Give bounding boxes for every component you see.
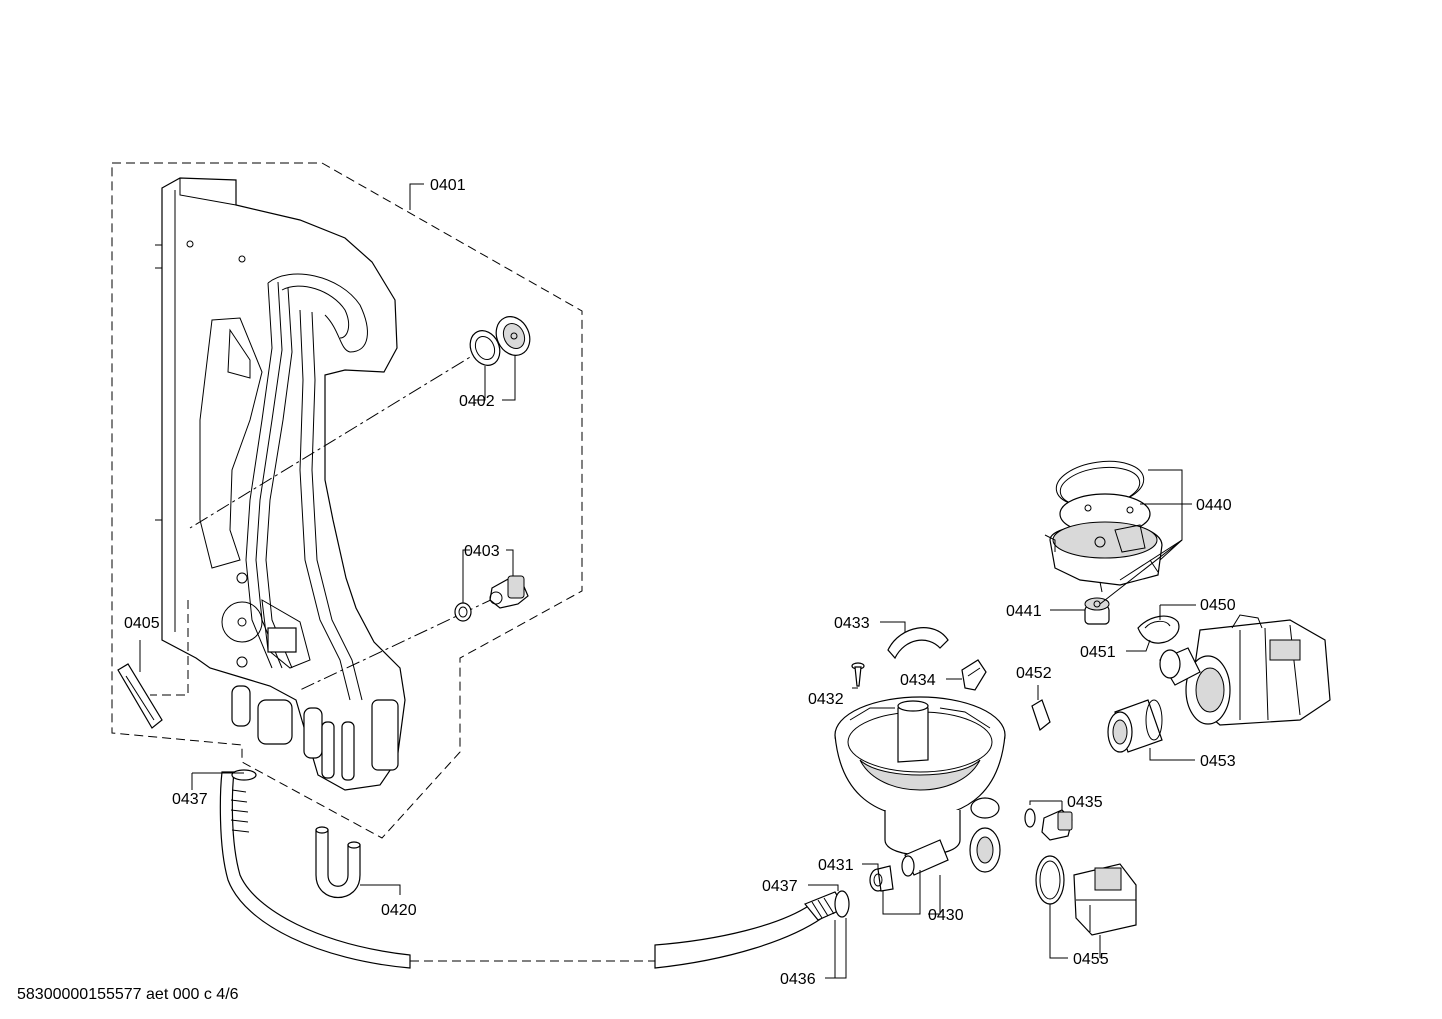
part-0434 (961, 659, 987, 691)
callout-0435: 0435 (1067, 794, 1103, 811)
part-0432-screw (851, 662, 865, 687)
callout-0432: 0432 (808, 691, 844, 708)
part-0403 (454, 575, 529, 622)
callout-0420: 0420 (381, 902, 417, 919)
callout-0403: 0403 (464, 543, 500, 560)
callout-0450: 0450 (1200, 597, 1236, 614)
part-0451-clamp (1137, 615, 1180, 644)
part-0453 (1107, 699, 1163, 753)
document-id: 58300000155577 aet 000 c 4/6 (17, 986, 239, 1003)
callout-0437-left: 0437 (172, 791, 208, 808)
part-0441 (1084, 597, 1110, 625)
callout-0405: 0405 (124, 615, 160, 632)
drain-hose-right (654, 890, 850, 969)
part-0452 (1031, 699, 1051, 732)
side-panel-0401 (155, 177, 406, 791)
callout-0433: 0433 (834, 615, 870, 632)
part-0402 (469, 316, 531, 366)
callout-0440: 0440 (1196, 497, 1232, 514)
callout-0436: 0436 (780, 971, 816, 988)
callout-0452: 0452 (1016, 665, 1052, 682)
part-0431 (869, 865, 894, 892)
part-0420-u-tube (315, 826, 361, 898)
callout-0437-right: 0437 (762, 878, 798, 895)
callout-0401: 0401 (430, 177, 466, 194)
callout-0431: 0431 (818, 857, 854, 874)
part-0450 (1159, 614, 1331, 726)
callout-0430: 0430 (928, 907, 964, 924)
callout-0453: 0453 (1200, 753, 1236, 770)
part-0430-sump (834, 696, 1006, 877)
part-0405 (117, 600, 189, 729)
callout-0451: 0451 (1080, 644, 1116, 661)
callout-0402: 0402 (459, 393, 495, 410)
leader-lines (139, 183, 1196, 979)
callout-0441: 0441 (1006, 603, 1042, 620)
part-0435 (1024, 808, 1073, 841)
drain-hose-left (219, 769, 655, 969)
callout-labels: 0401 0402 0403 0405 0437 0420 0440 0441 … (124, 177, 1236, 988)
callout-0455: 0455 (1073, 951, 1109, 968)
part-0433 (887, 627, 949, 660)
part-0455 (1035, 855, 1137, 936)
assembly-outline-0401 (111, 162, 583, 839)
callout-0434: 0434 (900, 672, 936, 689)
part-0440 (1044, 460, 1163, 593)
